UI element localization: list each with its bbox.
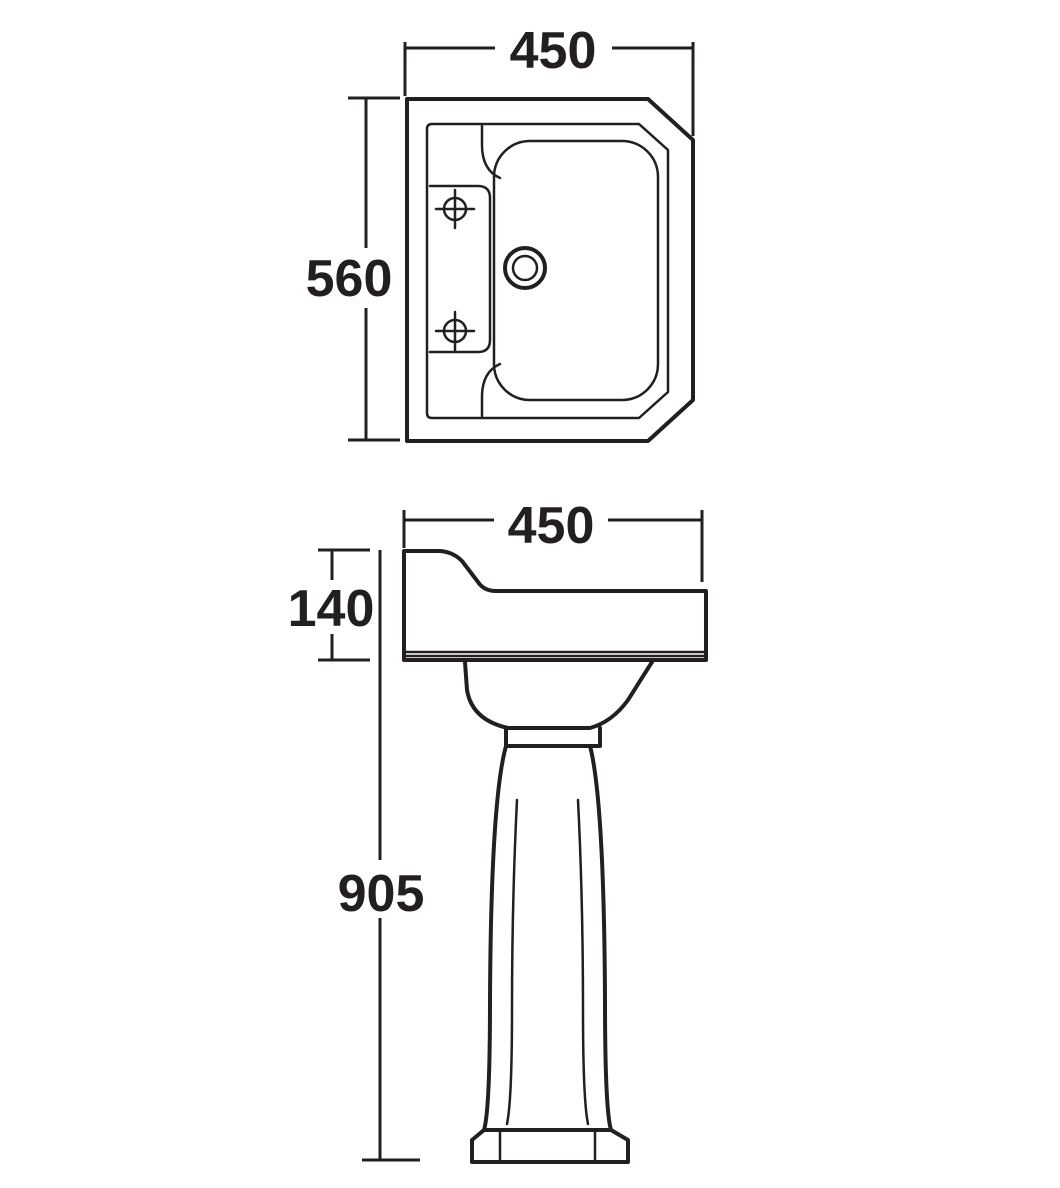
total-height-dimension: 905 [338,550,425,1162]
plan-view: 450 560 [306,22,695,443]
pedestal-collar [504,726,602,748]
front-width-dimension: 450 [402,497,704,582]
pedestal-column [482,744,613,1132]
basin-inner-rim [425,122,670,420]
basin-height-dimension: 140 [288,548,375,662]
bowl-underside [463,660,654,730]
front-view: 450 140 905 [288,497,708,1164]
front-width-label: 450 [508,497,595,555]
tap-hole-top-icon [434,188,476,230]
plan-width-label: 450 [510,22,597,80]
pedestal-flute-right [576,798,590,1126]
total-height-label: 905 [338,865,425,923]
tap-ledge [428,124,502,418]
tap-hole-bottom-icon [434,310,476,352]
pedestal-base [470,1128,630,1164]
basin-outer-rim [405,97,695,443]
plan-width-dimension: 450 [403,22,695,136]
basin-front-profile [402,549,708,662]
waste-outlet-icon [503,246,547,290]
pedestal-flute-left [505,798,519,1126]
plan-depth-label: 560 [306,250,393,308]
plan-depth-dimension: 560 [306,96,400,442]
basin-height-label: 140 [288,580,375,638]
basin-bowl [492,139,660,402]
